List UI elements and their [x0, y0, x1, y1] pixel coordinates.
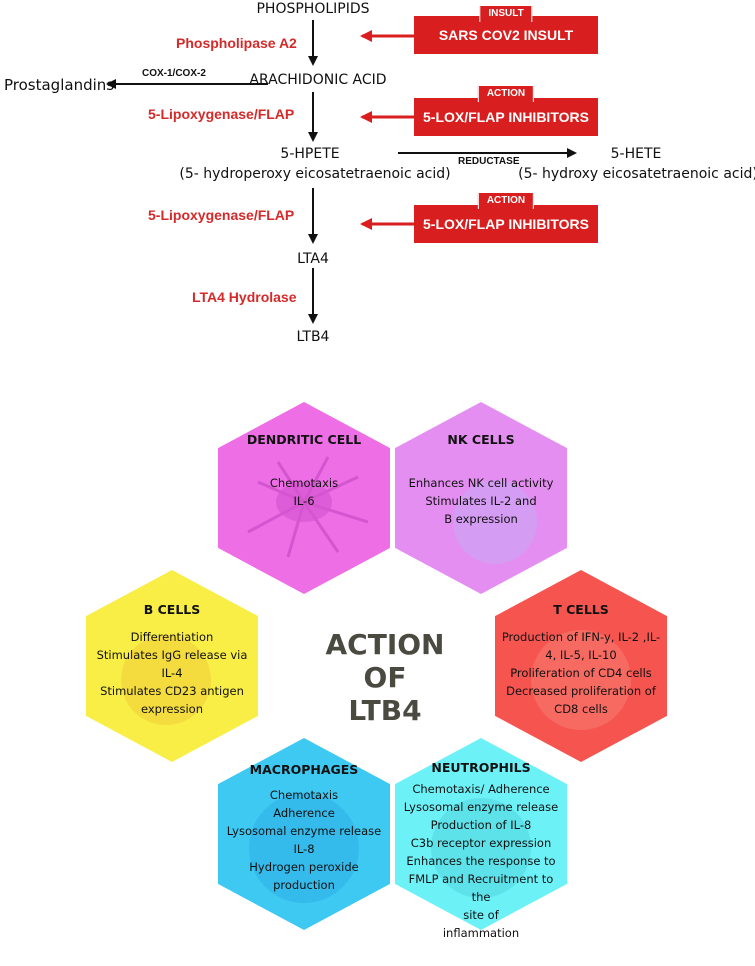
list-item: Differentiation: [130, 630, 214, 644]
macrophage-image: [249, 793, 359, 903]
list-item: B expression: [444, 512, 518, 526]
list-item: expression: [140, 702, 204, 716]
nk-cells-hexagon: [395, 402, 567, 594]
list-item: Enhances NK cell activity: [408, 476, 554, 490]
t-cells-hexagon: [495, 570, 667, 762]
dendritic-cell-hexagon: [218, 402, 390, 594]
t-cells-list: Production of IFN-y, IL-2 ,IL- 4, IL-5, …: [499, 628, 663, 718]
lipoxygenase-flap-label-2: 5-Lipoxygenase/FLAP: [148, 207, 295, 223]
prostaglandins-label: Prostaglandins: [4, 76, 115, 94]
center-title: ACTION OF LTB4: [295, 628, 475, 727]
lta4-label: LTA4: [297, 251, 329, 267]
hete-fullname: (5- hydroxy eicosatetraenoic acid): [518, 166, 755, 182]
list-item: Stimulates IL-2 and: [425, 494, 537, 508]
dendritic-cell-image: [247, 456, 369, 558]
list-item: Chemotaxis: [269, 476, 339, 490]
sars-cov2-insult-box: SARS COV2 INSULT: [414, 16, 598, 54]
list-item: IL-4: [161, 666, 183, 680]
t-cell-image: [531, 630, 631, 730]
hpete-label: 5-HPETE: [280, 146, 340, 162]
ltb4-label: LTB4: [296, 329, 330, 345]
macrophages-content: MACROPHAGES Chemotaxis Adherence Lysosom…: [218, 738, 390, 930]
list-item: Stimulates CD23 antigen: [100, 684, 244, 698]
list-item: Decreased proliferation of: [506, 684, 656, 698]
dendritic-cell-title: DENDRITIC CELL: [246, 432, 362, 447]
nk-cell-image: [453, 480, 537, 564]
center-title-line-2: OF: [363, 661, 407, 694]
list-item: site of: [463, 908, 499, 922]
macrophages-hexagon: [218, 738, 390, 930]
nk-cells-content: NK CELLS Enhances NK cell activity Stimu…: [395, 402, 567, 594]
list-item: Chemotaxis: [269, 788, 339, 802]
hete-label: 5-HETE: [610, 146, 662, 162]
list-item: IL-6: [293, 494, 315, 508]
neutrophils-list: Chemotaxis/ Adherence Lysosomal enzyme r…: [399, 780, 563, 942]
dendritic-cell-list: Chemotaxis IL-6: [222, 474, 386, 510]
macrophages-list: Chemotaxis Adherence Lysosomal enzyme re…: [222, 786, 386, 894]
list-item: Chemotaxis/ Adherence: [412, 782, 550, 796]
neutrophils-hexagon: [395, 738, 567, 930]
list-item: Lysosomal enzyme release: [226, 824, 382, 838]
list-item: Production of IL-8: [430, 818, 532, 832]
list-item: Stimulates IgG release via: [96, 648, 248, 662]
list-item: Hydrogen peroxide: [249, 860, 359, 874]
lipoxygenase-flap-label-1: 5-Lipoxygenase/FLAP: [148, 106, 295, 122]
lta4-hydrolase-label: LTA4 Hydrolase: [192, 289, 297, 305]
arachidonic-acid-label: ARACHIDONIC ACID: [249, 72, 387, 88]
nk-cells-list: Enhances NK cell activity Stimulates IL-…: [399, 474, 563, 528]
pathway-arrows: [106, 20, 577, 324]
neutrophils-title: NEUTROPHILS: [431, 760, 531, 775]
list-item: Enhances the response to: [406, 854, 556, 868]
action-tag-1: ACTION: [477, 86, 535, 102]
t-cells-content: T CELLS Production of IFN-y, IL-2 ,IL- 4…: [495, 570, 667, 762]
list-item: Production of IFN-y, IL-2 ,IL-: [501, 630, 661, 644]
reductase-label: REDUCTASE: [458, 156, 520, 167]
list-item: IL-8: [293, 842, 315, 856]
b-cell-image: [121, 635, 211, 725]
insult-tag: INSULT: [479, 6, 533, 22]
cox-label: COX-1/COX-2: [142, 68, 206, 79]
b-cells-content: B CELLS Differentiation Stimulates IgG r…: [86, 570, 258, 762]
list-item: FMLP and Recruitment to the: [408, 872, 554, 904]
nk-cells-title: NK CELLS: [447, 432, 515, 447]
hpete-fullname: (5- hydroperoxy eicosatetraenoic acid): [179, 166, 451, 182]
list-item: production: [273, 878, 335, 892]
dendritic-cell-content: DENDRITIC CELL Chemotaxis IL-6: [218, 402, 390, 594]
list-item: inflammation: [442, 926, 520, 940]
list-item: Proliferation of CD4 cells: [510, 666, 652, 680]
list-item: Lysosomal enzyme release: [403, 800, 559, 814]
neutrophil-image: [431, 798, 531, 898]
macrophages-title: MACROPHAGES: [249, 762, 359, 777]
b-cells-hexagon: [86, 570, 258, 762]
b-cells-list: Differentiation Stimulates IgG release v…: [90, 628, 254, 718]
list-item: C3b receptor expression: [410, 836, 552, 850]
list-item: 4, IL-5, IL-10: [545, 648, 617, 662]
center-title-line-3: LTB4: [348, 694, 422, 727]
lox-flap-inhibitors-box-1: 5-LOX/FLAP INHIBITORS: [414, 98, 598, 136]
center-title-line-1: ACTION: [325, 628, 445, 661]
action-tag-2: ACTION: [477, 193, 535, 209]
list-item: CD8 cells: [554, 702, 608, 716]
phospholipids-label: PHOSPHOLIPIDS: [256, 1, 370, 17]
phospholipase-a2-label: Phospholipase A2: [176, 35, 297, 51]
neutrophils-content: NEUTROPHILS Chemotaxis/ Adherence Lysoso…: [395, 738, 567, 940]
t-cells-title: T CELLS: [553, 602, 609, 617]
b-cells-title: B CELLS: [143, 602, 201, 617]
list-item: Adherence: [273, 806, 335, 820]
lox-flap-inhibitors-box-2: 5-LOX/FLAP INHIBITORS: [414, 205, 598, 243]
